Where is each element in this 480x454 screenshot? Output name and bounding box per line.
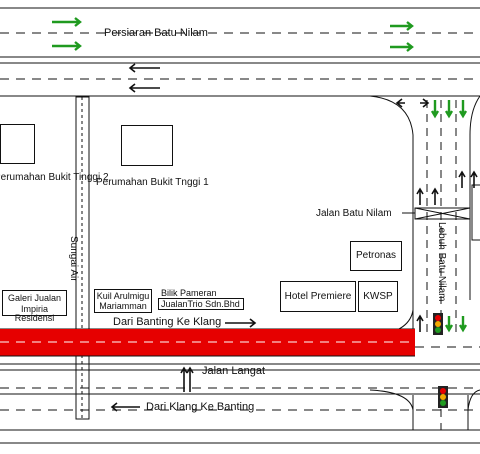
arrow-east [390, 21, 414, 31]
traffic-light-north [433, 313, 443, 335]
road-label-jalan-batu-nilam: Jalan Batu Nilam [316, 208, 392, 219]
place-bilik-line1: Bilik Pameran [161, 288, 217, 298]
green-arrows [52, 17, 468, 333]
lebuh-road [369, 95, 480, 430]
congestion-band [0, 329, 415, 357]
road-label-persiaran: Persiaran Batu Nilam [104, 27, 208, 39]
place-bt2: Perumahan Bukit Tinggi 2 [0, 172, 109, 183]
place-petronas: Petronas [355, 250, 397, 261]
place-bilik-line2: JualanTrio Sdn.Bhd [161, 299, 240, 309]
place-kuil-line2: Mariamman [99, 301, 147, 311]
building-kuil: Kuil Arulmigu Mariamman [94, 289, 152, 313]
arrow-north [416, 314, 424, 332]
arrow-east [52, 41, 82, 51]
arrow-south [444, 100, 454, 119]
place-kwsp: KWSP [363, 291, 393, 302]
arrow-west [128, 63, 160, 73]
road-label-lebuh: Lebuh Batu Nilam [436, 222, 447, 302]
arrow-north [416, 187, 424, 205]
traffic-light-south [438, 386, 448, 408]
arrow-south [458, 100, 468, 119]
arrow-north [180, 366, 188, 392]
place-hotel: Hotel Premiere [284, 291, 352, 302]
direction-west: Dari Klang Ke Banting [146, 401, 255, 413]
arrow-south [430, 100, 440, 119]
place-bt1: Perumahan Bukit Tnggi 1 [96, 177, 209, 188]
black-arrows [110, 63, 478, 412]
place-galeri-line1: Galeri Jualan [7, 293, 62, 303]
arrow-turn [420, 98, 430, 108]
arrow-east [225, 318, 257, 328]
arrow-west [110, 402, 140, 412]
building-bilik [158, 298, 244, 310]
direction-east: Dari Banting Ke Klang [113, 316, 222, 328]
road-label-jalan-langat: Jalan Langat [202, 365, 265, 377]
building-hotel: Hotel Premiere [280, 281, 356, 312]
arrow-east [390, 42, 414, 52]
building-galeri: Galeri Jualan Impiria Residensi [2, 290, 67, 323]
building-kwsp: KWSP [358, 281, 398, 312]
building-petronas: Petronas [350, 241, 402, 271]
arrow-east [52, 17, 82, 27]
place-galeri-line2: Impiria Residensi [14, 304, 55, 324]
place-kuil-line1: Kuil Arulmigu [96, 291, 150, 301]
arrow-west [128, 83, 160, 93]
building-bt1 [121, 125, 173, 166]
arrow-south [458, 316, 468, 333]
river-label: Sungai Air [68, 236, 79, 282]
arrow-north [470, 170, 478, 188]
arrow-north [186, 366, 194, 392]
arrow-north [458, 170, 466, 188]
persiaran-road [0, 7, 480, 97]
arrow-north [431, 187, 439, 205]
arrow-turn [395, 98, 405, 108]
building-bt2 [0, 124, 35, 164]
arrow-south [444, 316, 454, 333]
